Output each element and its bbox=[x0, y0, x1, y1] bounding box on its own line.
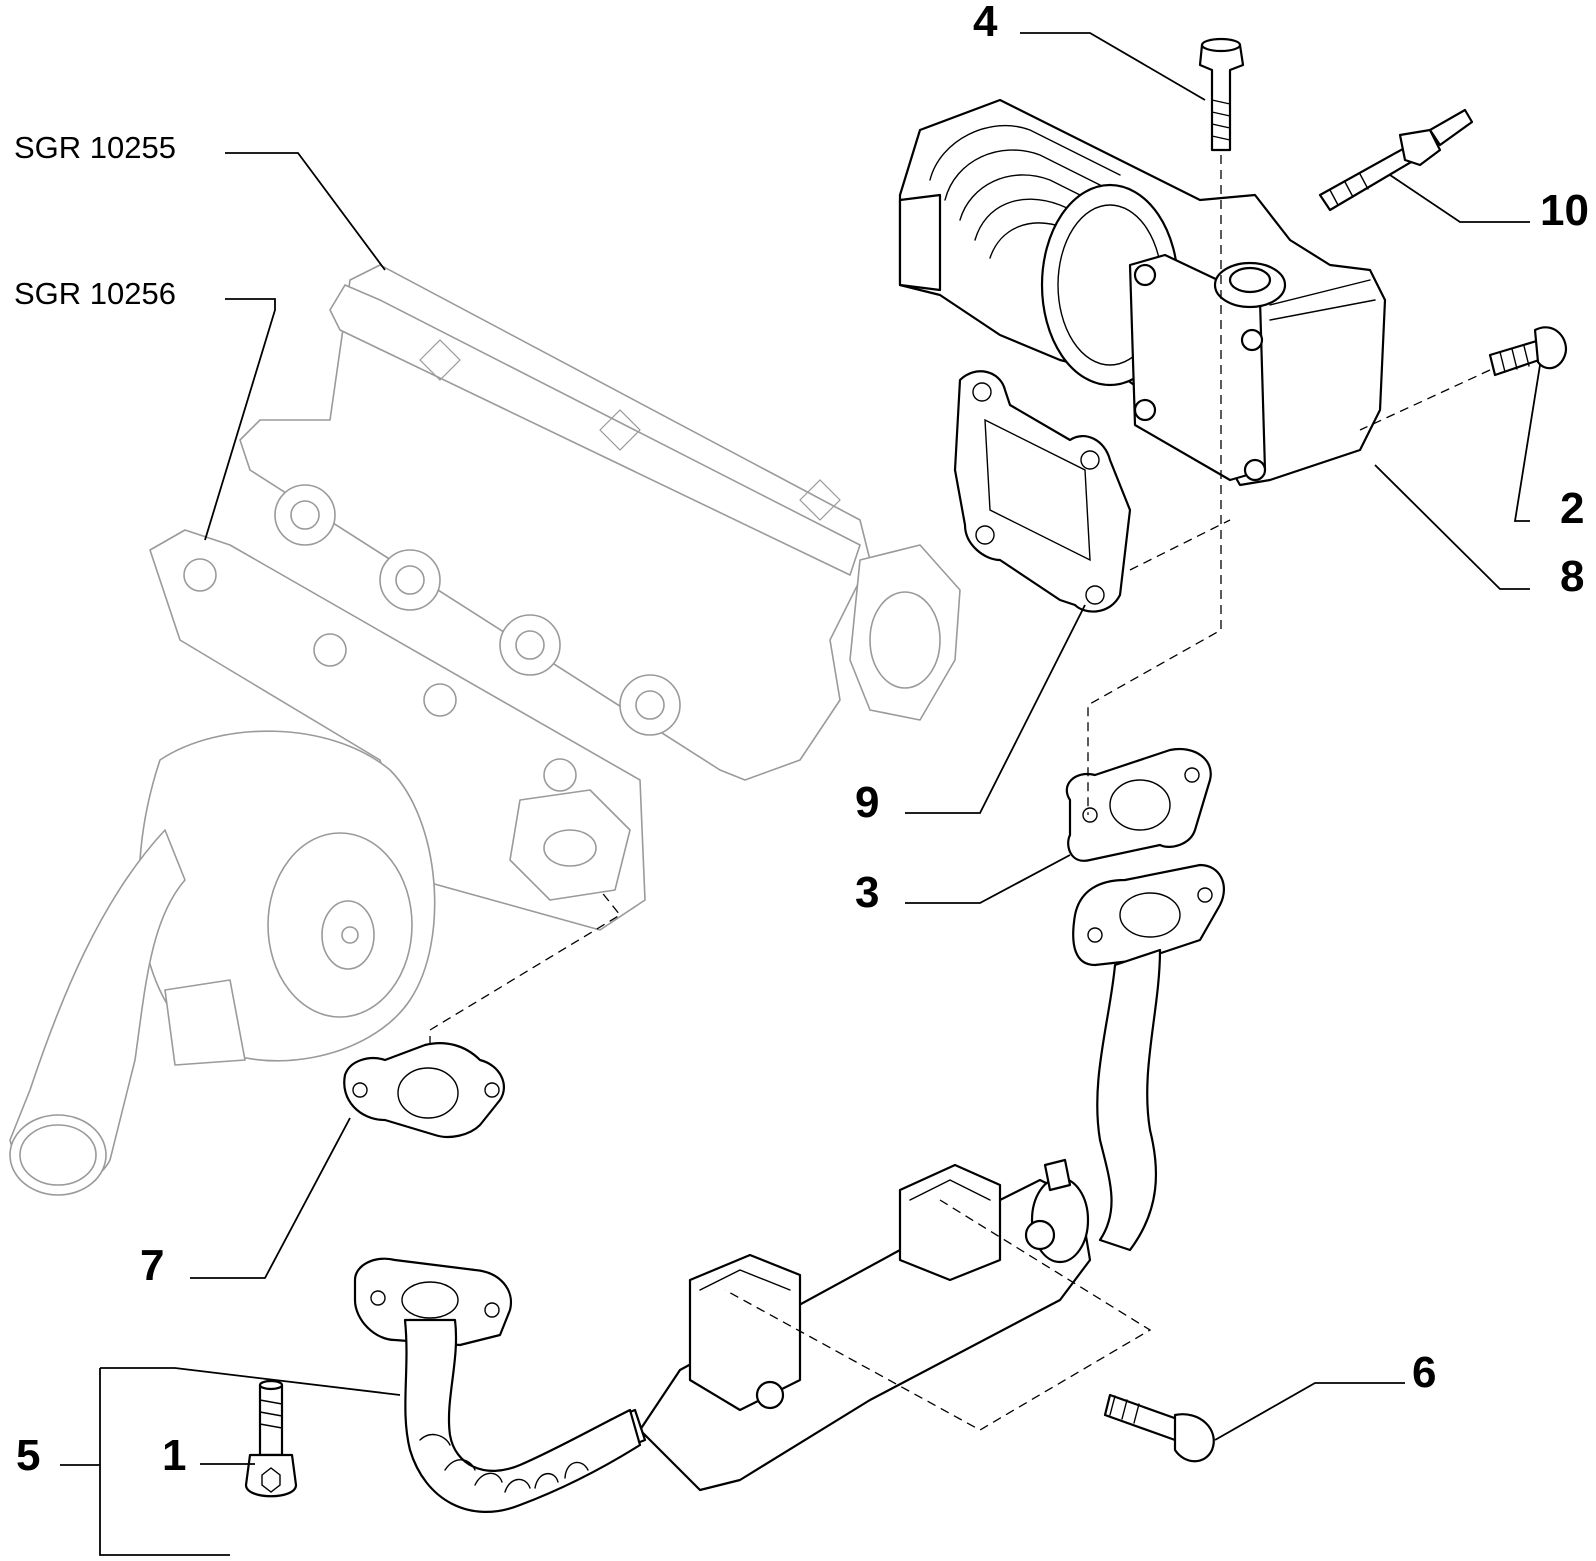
alignment-lines bbox=[429, 155, 1491, 1431]
egr-pipe-lower-5 bbox=[353, 1257, 642, 1514]
egr-cooler bbox=[608, 1158, 1092, 1492]
callout-8: 8 bbox=[1560, 552, 1584, 601]
bolt-10 bbox=[1318, 108, 1474, 212]
bolt-4 bbox=[1198, 37, 1245, 152]
egr-valve-assembly bbox=[898, 98, 1387, 487]
callout-5: 5 bbox=[16, 1431, 40, 1480]
leader-lines bbox=[60, 32, 1541, 1556]
callout-2: 2 bbox=[1560, 484, 1584, 533]
egr-pipe-upper bbox=[1072, 863, 1225, 1252]
gasket-7 bbox=[343, 1042, 506, 1139]
bolt-2 bbox=[1488, 326, 1568, 377]
bolt-1 bbox=[244, 1379, 298, 1498]
exhaust-manifold-turbo-sgr-10256 bbox=[9, 529, 646, 1196]
callout-3: 3 bbox=[855, 868, 879, 917]
callout-1: 1 bbox=[162, 1431, 186, 1480]
bolt-6 bbox=[1103, 1393, 1215, 1463]
gasket-rectangular-9 bbox=[953, 370, 1132, 613]
ref-label-sgr-10256: SGR 10256 bbox=[14, 276, 176, 311]
gasket-3 bbox=[1065, 747, 1212, 862]
intake-manifold-sgr-10255 bbox=[239, 264, 961, 781]
callout-6: 6 bbox=[1412, 1348, 1436, 1397]
callout-7: 7 bbox=[140, 1241, 164, 1290]
callout-10: 10 bbox=[1540, 186, 1589, 235]
ref-label-sgr-10255: SGR 10255 bbox=[14, 130, 176, 165]
callout-4: 4 bbox=[973, 0, 998, 46]
callout-9: 9 bbox=[855, 778, 879, 827]
